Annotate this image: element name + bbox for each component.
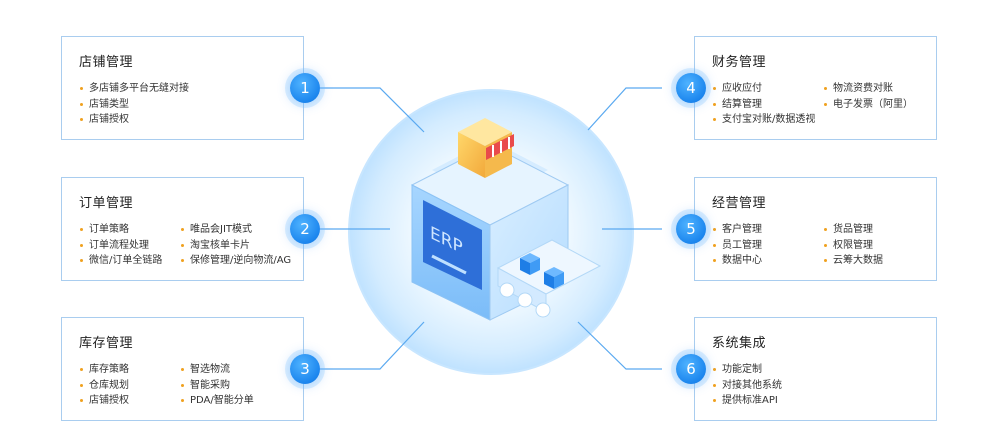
card-title: 系统集成 [712, 336, 767, 351]
list-item: 店铺类型 [80, 97, 189, 113]
card-store-management: 店铺管理 多店铺多平台无缝对接 店铺类型 店铺授权 [61, 36, 304, 140]
list-item: 权限管理 [824, 238, 933, 254]
list-item: 电子发票（阿里） [824, 97, 933, 113]
feature-list: 应收应付 结算管理 支付宝对账/数据透视 [713, 81, 872, 128]
card-title: 库存管理 [79, 336, 134, 351]
erp-machine-illustration: ERP [410, 118, 602, 321]
feature-list: 库存策略 仓库规划 店铺授权 [80, 362, 189, 409]
feature-list: 功能定制 对接其他系统 提供标准API [713, 362, 822, 409]
feature-list: 多店铺多平台无缝对接 店铺类型 店铺授权 [80, 81, 239, 128]
list-item: 应收应付 [713, 81, 822, 97]
list-item: 订单流程处理 [80, 238, 189, 254]
list-item: 智选物流 [181, 362, 290, 378]
list-item: 提供标准API [713, 393, 822, 409]
list-item: 客户管理 [713, 222, 822, 238]
list-item: 唯品会JIT模式 [181, 222, 290, 238]
list-item: 货品管理 [824, 222, 933, 238]
feature-list-secondary: 物流资费对账 电子发票（阿里） [824, 81, 933, 112]
badge-2: 2 [290, 214, 320, 244]
card-title: 财务管理 [712, 55, 767, 70]
feature-list: 订单策略 订单流程处理 微信/订单全链路 [80, 222, 189, 269]
list-item: 云筹大数据 [824, 253, 933, 269]
badge-4: 4 [676, 73, 706, 103]
card-finance-management: 财务管理 应收应付 结算管理 支付宝对账/数据透视 物流资费对账 电子发票（阿里… [694, 36, 937, 140]
list-item: 多店铺多平台无缝对接 [80, 81, 239, 97]
list-item: 数据中心 [713, 253, 822, 269]
list-item: 物流资费对账 [824, 81, 933, 97]
list-item: 功能定制 [713, 362, 822, 378]
feature-list-secondary: 货品管理 权限管理 云筹大数据 [824, 222, 933, 269]
list-item: 淘宝核单卡片 [181, 238, 290, 254]
connector-lines [320, 87, 662, 370]
card-inventory-management: 库存管理 库存策略 仓库规划 店铺授权 智选物流 智能采购 PDA/智能分单 [61, 317, 304, 421]
card-title: 订单管理 [79, 196, 134, 211]
list-item: 库存策略 [80, 362, 189, 378]
list-item: 结算管理 [713, 97, 822, 113]
feature-list-secondary: 智选物流 智能采购 PDA/智能分单 [181, 362, 290, 409]
list-item: 仓库规划 [80, 378, 189, 394]
list-item: 对接其他系统 [713, 378, 822, 394]
list-item: 店铺授权 [80, 112, 189, 128]
badge-6: 6 [676, 354, 706, 384]
feature-list: 客户管理 员工管理 数据中心 [713, 222, 822, 269]
badge-3: 3 [290, 354, 320, 384]
list-item: 订单策略 [80, 222, 189, 238]
card-system-integration: 系统集成 功能定制 对接其他系统 提供标准API [694, 317, 937, 421]
list-item: PDA/智能分单 [181, 393, 290, 409]
feature-list-secondary: 唯品会JIT模式 淘宝核单卡片 保修管理/逆向物流/AG [181, 222, 291, 269]
list-item: 微信/订单全链路 [80, 253, 189, 269]
card-title: 经营管理 [712, 196, 767, 211]
card-title: 店铺管理 [79, 55, 134, 70]
card-operation-management: 经营管理 客户管理 员工管理 数据中心 货品管理 权限管理 云筹大数据 [694, 177, 937, 281]
list-item: 智能采购 [181, 378, 290, 394]
badge-1: 1 [290, 73, 320, 103]
list-item: 支付宝对账/数据透视 [713, 112, 872, 128]
card-order-management: 订单管理 订单策略 订单流程处理 微信/订单全链路 唯品会JIT模式 淘宝核单卡… [61, 177, 304, 281]
list-item: 保修管理/逆向物流/AG [181, 253, 291, 269]
list-item: 员工管理 [713, 238, 822, 254]
list-item: 店铺授权 [80, 393, 189, 409]
badge-5: 5 [676, 214, 706, 244]
